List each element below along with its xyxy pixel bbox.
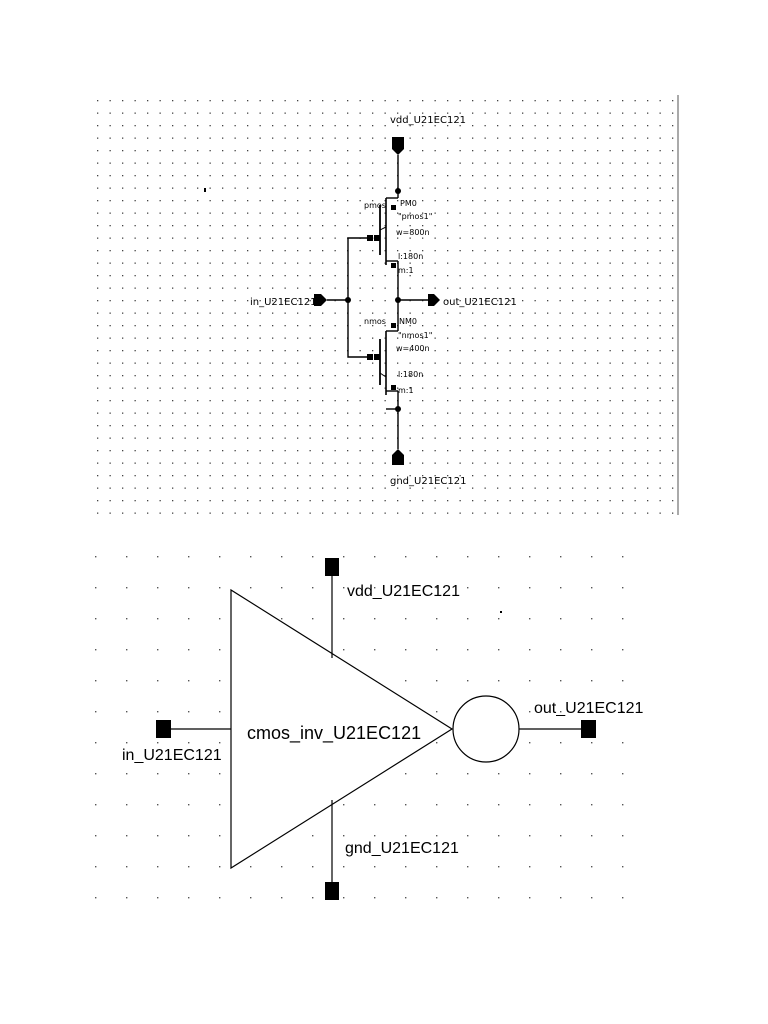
symbol-vdd-pin[interactable] [325,558,339,576]
gnd-label: gnd_U21EC121 [390,476,466,487]
in-label: in_U21EC121 [250,297,317,308]
nmos-instance-label: NM0 [399,317,417,326]
pmos-transistor-pm0[interactable] [367,191,399,300]
nmos-mult-label: m:1 [398,386,414,395]
stray-dot-symbol [500,611,502,613]
symbol-in-pin[interactable] [156,720,171,738]
gate-wire-nmos [347,300,368,358]
vdd-label: vdd_U21EC121 [390,115,466,126]
symbol-gnd-pin[interactable] [325,882,339,900]
stray-dot [204,188,206,192]
pmos-type-label: pmos [364,201,386,210]
nmos-model-label: "nmos1" [398,331,432,340]
nmos-length-label: l:180n [398,370,423,379]
pmos-instance-label: PM0 [400,199,417,208]
out-label: out_U21EC121 [443,297,517,308]
grid-dots [92,95,678,515]
symbol-gnd-label: gnd_U21EC121 [345,840,459,857]
pmos-width-label: w=800n [396,228,430,237]
nmos-transistor-nm0[interactable] [367,300,399,410]
symbol-view: cmos_inv_U21EC121 vdd_U21EC121 gnd_U21EC… [92,548,650,908]
symbol-name-label: cmos_inv_U21EC121 [247,723,421,744]
nmos-width-label: w=400n [396,344,430,353]
inverter-bubble [452,695,520,763]
in-pin[interactable] [314,294,327,306]
symbol-in-label: in_U21EC121 [122,747,222,764]
symbol-vdd-label: vdd_U21EC121 [347,583,460,600]
symbol-out-pin[interactable] [581,720,596,738]
schematic-canvas: vdd_U21EC121 pmos PM0 "pmos1" w=800n l:1… [92,95,679,515]
pmos-model-label: "pmos1" [398,212,432,221]
gate-wire-pmos [347,237,368,300]
pmos-length-label: l:180n [398,252,423,261]
nmos-type-label: nmos [364,317,386,326]
symbol-canvas: cmos_inv_U21EC121 vdd_U21EC121 gnd_U21EC… [92,548,650,908]
schematic-view: vdd_U21EC121 pmos PM0 "pmos1" w=800n l:1… [92,95,680,515]
gnd-pin[interactable] [392,449,404,465]
vdd-pin[interactable] [392,137,404,155]
out-pin[interactable] [428,294,440,306]
pmos-mult-label: m:1 [398,266,414,275]
symbol-out-label: out_U21EC121 [534,700,644,717]
